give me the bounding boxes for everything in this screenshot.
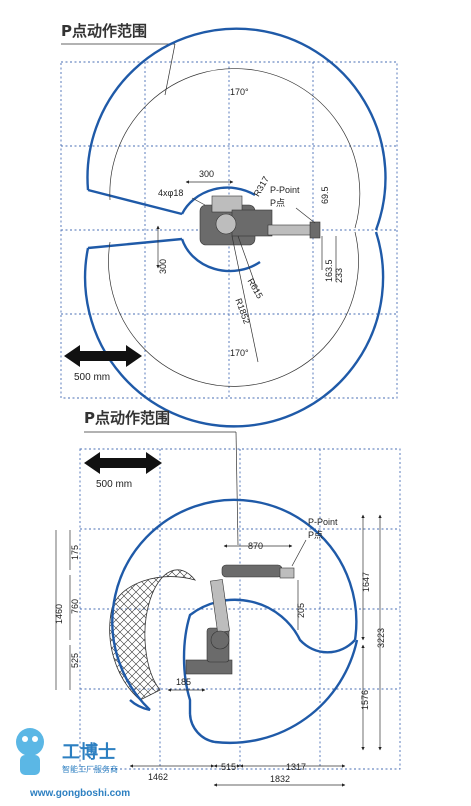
dim-163-5: 163.5 bbox=[324, 259, 334, 282]
bottom-dimensions: 870 P-Point P点 175 760 1460 525 205 185 … bbox=[54, 514, 386, 787]
dim-175: 175 bbox=[70, 545, 80, 560]
angle-170-bottom: 170° bbox=[230, 348, 249, 358]
watermark-tagline: 智能工厂服务商 bbox=[62, 764, 118, 774]
dim-870: 870 bbox=[248, 541, 263, 551]
dim-r1852: R1852 bbox=[233, 297, 251, 325]
dim-525: 525 bbox=[70, 653, 80, 668]
dim-233: 233 bbox=[334, 268, 344, 283]
dim-185: 185 bbox=[176, 677, 191, 687]
dim-r317: R317 bbox=[252, 175, 271, 199]
top-scale-label: 500 mm bbox=[74, 372, 110, 383]
dim-r615: R615 bbox=[246, 277, 265, 301]
mascot-icon bbox=[16, 728, 44, 756]
top-robot bbox=[199, 195, 321, 246]
bottom-robot bbox=[185, 564, 295, 675]
bottom-grid bbox=[79, 448, 401, 770]
p-point-cn-top: P点 bbox=[270, 198, 285, 208]
bottom-title: P点动作范围 bbox=[84, 409, 170, 427]
dim-515: 515 bbox=[221, 762, 236, 772]
dim-760: 760 bbox=[70, 599, 80, 614]
top-title: P点动作范围 bbox=[61, 22, 147, 40]
p-point-en-top: P-Point bbox=[270, 185, 300, 195]
p-point-cn-bottom: P点 bbox=[308, 530, 323, 540]
dim-1460: 1460 bbox=[54, 604, 64, 624]
dim-3223: 3223 bbox=[376, 628, 386, 648]
dim-4x18: 4xφ18 bbox=[158, 188, 183, 198]
angle-170-top: 170° bbox=[230, 87, 249, 97]
watermark-brand: 工博士 bbox=[62, 741, 116, 763]
dim-1462: 1462 bbox=[148, 772, 168, 782]
watermark-url: www.gongboshi.com bbox=[29, 788, 130, 799]
dim-300-horizontal: 300 bbox=[199, 169, 214, 179]
bottom-hatched-area bbox=[109, 569, 197, 701]
dim-300-vertical: 300 bbox=[158, 259, 168, 274]
dim-1832: 1832 bbox=[270, 774, 290, 784]
dim-205: 205 bbox=[296, 603, 306, 618]
dim-69-5: 69.5 bbox=[320, 186, 330, 204]
bottom-scale-label: 500 mm bbox=[96, 479, 132, 490]
bottom-motion-range bbox=[111, 498, 359, 745]
top-title-leader2 bbox=[164, 43, 176, 96]
dim-1647: 1647 bbox=[361, 572, 371, 592]
bottom-scale-arrow: 500 mm bbox=[84, 452, 162, 490]
top-scale-arrow: 500 mm bbox=[64, 345, 142, 383]
watermark-logo: 工博士 智能工厂服务商 www.gongboshi.com bbox=[16, 728, 130, 799]
p-point-en-bottom: P-Point bbox=[308, 517, 338, 527]
dim-1576: 1576 bbox=[360, 690, 370, 710]
dim-1317: 1317 bbox=[286, 762, 306, 772]
